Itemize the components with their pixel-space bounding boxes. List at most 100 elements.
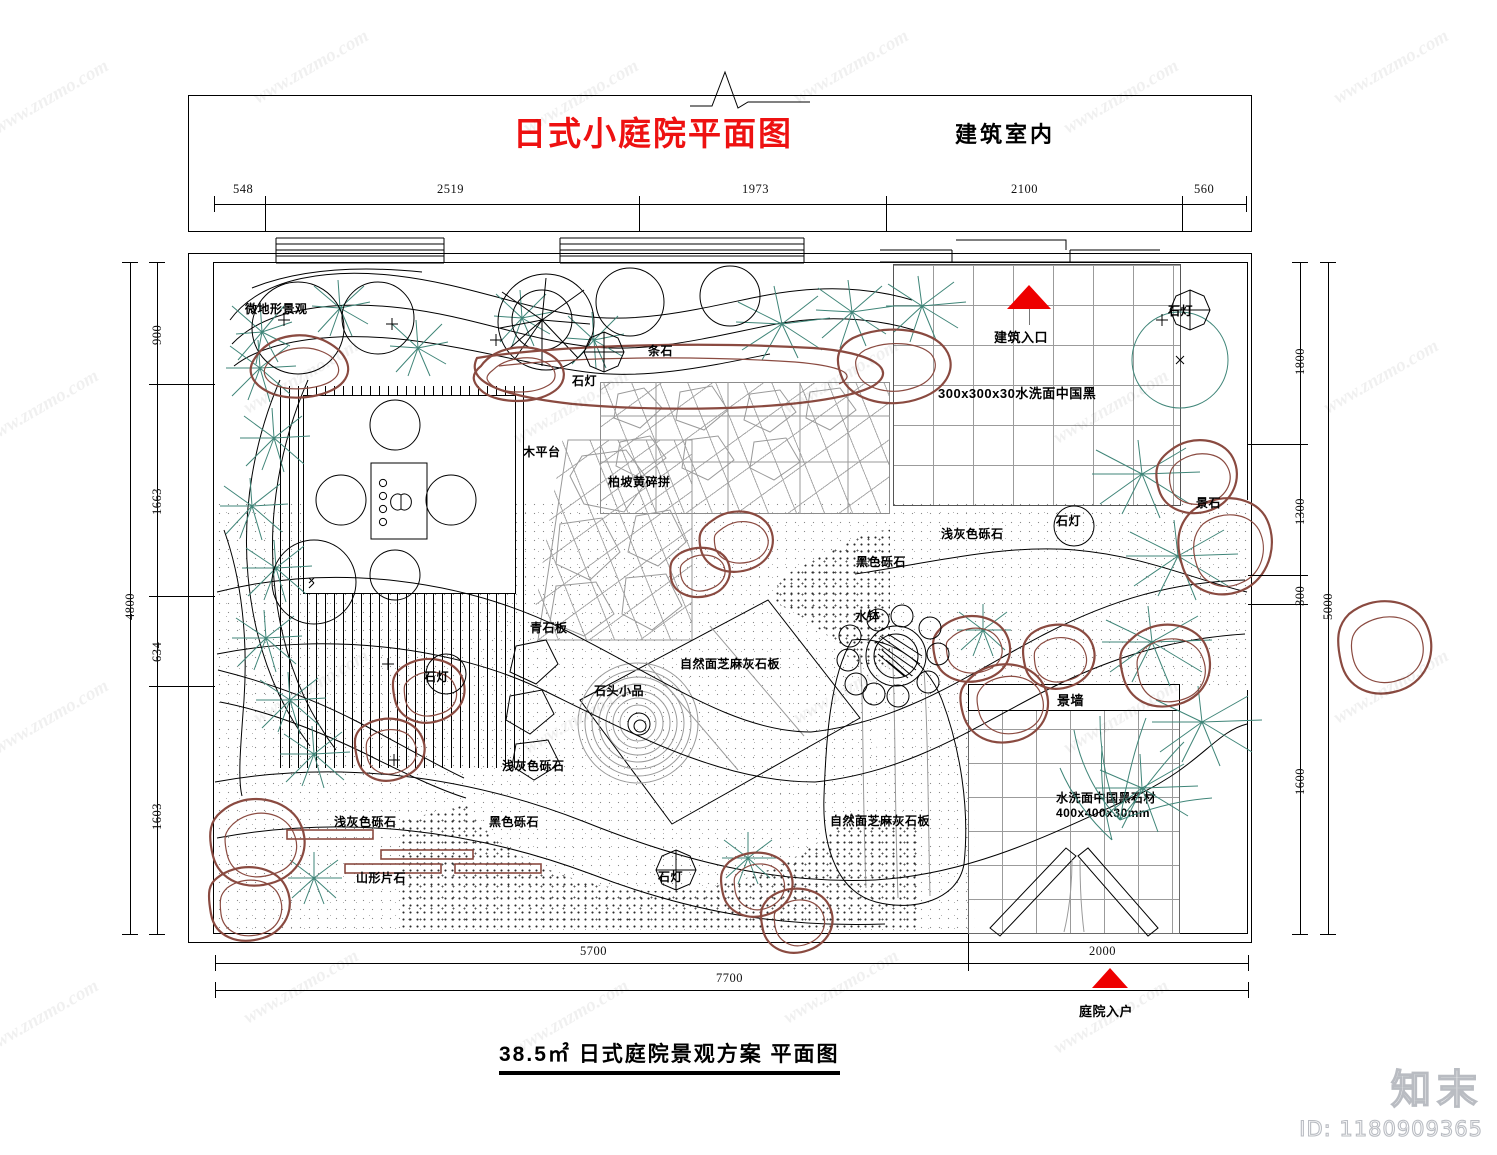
light-gray-gravel-right: [890, 500, 1248, 690]
left-dim-line: [157, 262, 158, 934]
arrow-stem: [1029, 309, 1030, 325]
succulent-icon: [288, 852, 342, 905]
dim-ext: [886, 204, 887, 232]
break-symbol: [690, 70, 810, 109]
watermark-tile: www.znzmo.com: [1320, 335, 1443, 419]
label-baipo-paving: 柏坡黄碎拼: [608, 475, 671, 489]
planting-right: [1092, 439, 1263, 833]
stone-lantern-icon: [1053, 505, 1095, 547]
entrance-paving-spec: 300x300x30水洗面中国黑: [938, 386, 1097, 401]
left-dim-0: 900: [150, 324, 164, 345]
dim-ext: [1248, 444, 1308, 445]
sesame-slab-large: [823, 639, 967, 906]
asset-id: ID: 1180909365: [1299, 1116, 1483, 1141]
label-bluestone-slab: 青石板: [530, 621, 568, 635]
tree-canopy-left-lower: [271, 539, 357, 625]
stone-lantern-icon: [583, 331, 625, 373]
watermark-tile: www.znzmo.com: [1330, 645, 1453, 729]
dim-tick: [1246, 196, 1247, 212]
left-planting-contours: [217, 379, 467, 799]
right-dim-3: 1600: [1293, 768, 1307, 795]
left-dim-2: 634: [150, 641, 164, 662]
label-stone-lantern-3: 石灯: [1056, 514, 1082, 528]
dim-tick: [1320, 934, 1336, 935]
entrance-paving-border: [893, 264, 1181, 506]
label-wood-deck: 木平台: [523, 445, 561, 459]
garden-entrance-arrow: [1092, 968, 1128, 988]
plant-center-marks: [278, 314, 1168, 766]
dim-tick: [1248, 955, 1249, 971]
watermark-tile: www.znzmo.com: [0, 55, 113, 139]
dim-tick: [214, 196, 215, 212]
interior-label: 建筑室内: [955, 122, 1056, 147]
dim-tick: [1292, 262, 1308, 263]
label-stone-ornament: 石头小品: [594, 684, 645, 698]
right-total-dim-line: [1328, 262, 1329, 934]
deck-furniture: [315, 399, 477, 601]
top-dim-4: 560: [1194, 182, 1215, 196]
dim-ext: [639, 204, 640, 232]
garden-entry-paving: [968, 708, 1180, 934]
bottom-dim-line-2: [215, 990, 1249, 991]
building-entrance-arrow: [1007, 285, 1051, 309]
watermark-tile: www.znzmo.com: [0, 975, 103, 1059]
label-light-gravel-1: 浅灰色砾石: [941, 527, 1004, 541]
label-micro-terrain: 微地形景观: [245, 302, 308, 316]
tree-canopies-left: [251, 281, 415, 375]
bottom-dim-total: 7700: [716, 971, 743, 985]
window-lines: [559, 237, 805, 264]
dim-tick: [122, 262, 138, 263]
watermark-tile: www.znzmo.com: [0, 365, 103, 449]
label-water-basin: 水钵: [855, 609, 881, 623]
label-black-gravel-2: 黑色砾石: [489, 815, 540, 829]
right-dim-total: 5000: [1321, 593, 1335, 620]
planting-entry: [1059, 715, 1213, 841]
water-basin-detail: [836, 604, 950, 708]
dim-tick: [215, 955, 216, 971]
dim-ext: [968, 934, 969, 964]
label-sesame-slab-2: 自然面芝麻灰石板: [830, 814, 931, 828]
label-feature-stone: 景石: [1196, 496, 1222, 510]
garden-entrance-label: 庭院入户: [1079, 1004, 1134, 1019]
stone-ornament-swirl: [577, 662, 699, 784]
bottom-dim-0: 5700: [580, 944, 607, 958]
baipo-paving: [530, 440, 692, 640]
right-dim-line: [1300, 262, 1301, 934]
top-dim-2: 1973: [742, 182, 769, 196]
left-dim-total: 4800: [123, 593, 137, 620]
top-dim-1: 2519: [437, 182, 464, 196]
label-flake-stone: 山形片石: [356, 871, 407, 885]
scenery-wall-label: 景墙: [1057, 693, 1085, 708]
dim-tick: [149, 934, 165, 935]
left-dim-1: 1663: [150, 488, 164, 515]
entry-swing-symbol: [989, 847, 1159, 937]
label-stone-lantern-5: 石灯: [658, 870, 684, 884]
dim-ext: [1248, 575, 1308, 576]
flake-stones: [286, 829, 542, 874]
brand-watermark: 知末 ID: 1180909365: [1299, 1057, 1483, 1141]
page-title: 日式小庭院平面图: [513, 115, 793, 152]
stone-lantern-icon: [1169, 289, 1211, 331]
dim-ext: [265, 204, 266, 232]
watermark-tile: www.znzmo.com: [1330, 25, 1453, 109]
stone-lantern-icon: [425, 653, 467, 695]
dim-ext: [157, 686, 215, 687]
watermark-tile: www.znzmo.com: [240, 945, 363, 1029]
planting-left: [220, 339, 351, 789]
sand-contour-lines: [214, 548, 1248, 926]
watermark-tile: www.znzmo.com: [0, 675, 113, 759]
label-sesame-slab-1: 自然面芝麻灰石板: [680, 657, 781, 671]
dim-ext: [1248, 604, 1308, 605]
building-entrance-label: 建筑入口: [994, 330, 1049, 345]
tree-canopy-right: [1131, 311, 1229, 409]
bottom-dim-1: 2000: [1089, 944, 1116, 958]
dim-tick: [1292, 934, 1308, 935]
site-boundary-outer: [188, 253, 1252, 943]
label-light-gravel-3: 浅灰色砾石: [334, 815, 397, 829]
label-light-gravel-2: 浅灰色砾石: [502, 759, 565, 773]
garden-paving-spec-line1: 水洗面中国黑石材: [1056, 791, 1157, 805]
dim-tick: [1320, 262, 1336, 263]
top-dim-3: 2100: [1011, 182, 1038, 196]
label-strip-stone: 条石: [648, 344, 674, 358]
dim-ext: [157, 384, 215, 385]
